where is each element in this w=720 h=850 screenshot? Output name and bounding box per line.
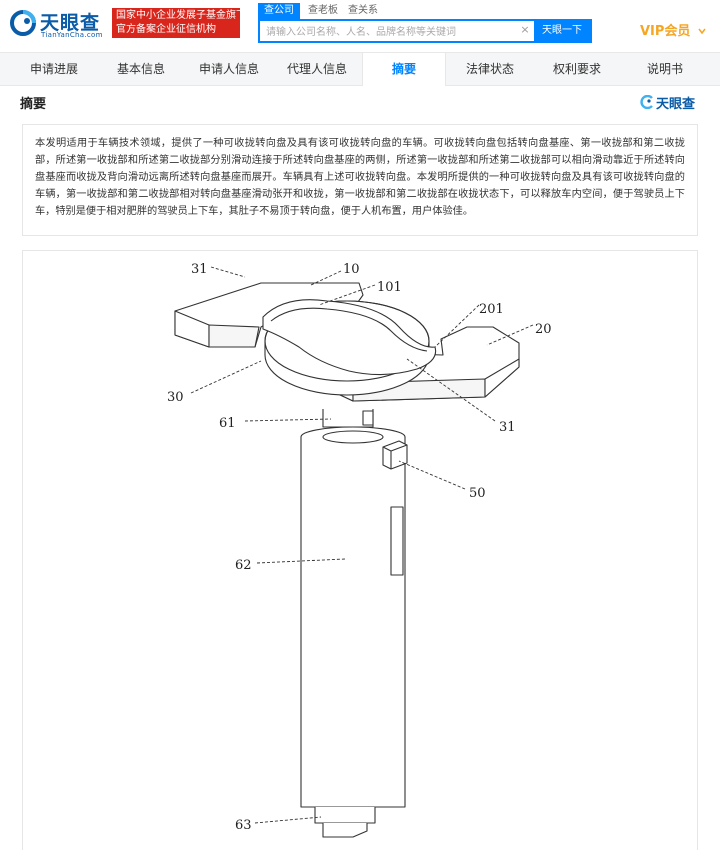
label-31-right: 31 [499, 420, 516, 435]
tab-claims[interactable]: 权利要求 [552, 62, 601, 76]
brand-text: 天眼查 [656, 97, 696, 112]
tab-legal-status[interactable]: 法律状态 [465, 62, 514, 76]
search-tab-company[interactable]: 查公司 [258, 3, 300, 19]
tab-agent-info[interactable]: 代理人信息 [286, 62, 347, 76]
vip-label: VIP会员 [640, 24, 691, 39]
label-20: 20 [535, 322, 552, 337]
logo-subtext: TianYanCha.com [41, 31, 103, 39]
badge-line-2: 官方备案企业征信机构 [116, 24, 216, 35]
label-61: 61 [219, 416, 236, 431]
search-tab-boss[interactable]: 查老板 [308, 5, 338, 16]
abstract-text: 本发明适用于车辆技术领域，提供了一种可收拢转向盘及具有该可收拢转向盘的车辆。可收… [35, 138, 685, 217]
patent-drawing-figure: 31 10 101 201 20 30 31 61 50 62 63 [167, 262, 552, 838]
tianyancha-logo[interactable]: 天眼查 TianYanCha.com [8, 6, 108, 40]
label-201: 201 [479, 302, 504, 317]
patent-nav-tabs: 申请进展 基本信息 申请人信息 代理人信息 摘要 法律状态 权利要求 说明书 [0, 52, 720, 86]
label-50: 50 [469, 486, 486, 501]
vip-member-link[interactable]: VIP会员 [640, 20, 706, 39]
label-10: 10 [343, 262, 360, 277]
label-31-top: 31 [191, 262, 208, 277]
tab-description[interactable]: 说明书 [646, 62, 683, 76]
section-title: 摘要 [20, 97, 47, 112]
search-button[interactable]: 天眼一下 [534, 21, 590, 41]
top-header: 天眼查 TianYanCha.com 国家中小企业发展子基金旗下 官方备案企业征… [0, 0, 720, 48]
patent-drawing: 31 10 101 201 20 30 31 61 50 62 63 [22, 250, 698, 850]
brand-mark-icon [640, 95, 653, 109]
tab-application-progress[interactable]: 申请进展 [29, 62, 78, 76]
tab-basic-info[interactable]: 基本信息 [116, 62, 165, 76]
abstract-box: 本发明适用于车辆技术领域，提供了一种可收拢转向盘及具有该可收拢转向盘的车辆。可收… [22, 124, 698, 236]
clear-icon[interactable]: × [520, 23, 530, 36]
chevron-down-icon [698, 28, 706, 35]
badge-line-1: 国家中小企业发展子基金旗下 [116, 10, 240, 21]
search-box: × 天眼一下 [258, 19, 592, 43]
tab-applicant-info[interactable]: 申请人信息 [198, 62, 259, 76]
tab-abstract[interactable]: 摘要 [362, 53, 446, 86]
label-101: 101 [377, 280, 402, 295]
search-tab-relation[interactable]: 查关系 [348, 5, 378, 16]
official-badge: 国家中小企业发展子基金旗下 官方备案企业征信机构 [112, 8, 240, 38]
label-63: 63 [235, 818, 252, 833]
search-input[interactable] [266, 23, 516, 41]
logo-mark-icon [10, 10, 36, 36]
label-62: 62 [235, 558, 252, 573]
label-30: 30 [167, 390, 184, 405]
logo-text: 天眼查 [40, 12, 101, 34]
